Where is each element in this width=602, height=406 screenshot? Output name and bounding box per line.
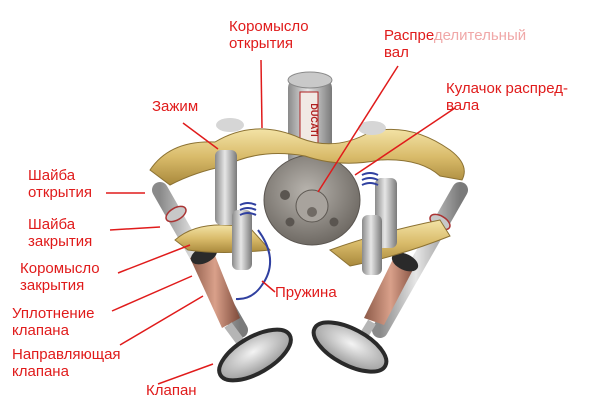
left-valve <box>152 182 293 383</box>
cam-disc <box>263 154 361 246</box>
label-opening-shim: Шайба открытия <box>28 167 92 201</box>
label-closing-rocker: Коромысло закрытия <box>20 260 100 294</box>
label-closing-shim: Шайба закрытия <box>28 216 93 250</box>
label-camshaft: Распределительный вал <box>384 27 527 61</box>
opening-rockers <box>149 118 465 186</box>
springs <box>235 172 379 301</box>
label-valve: Клапан <box>146 382 197 399</box>
rocker-pins <box>215 150 397 275</box>
label-spring: Пружина <box>275 284 337 301</box>
label-valve-seal: Уплотнение клапана <box>12 305 95 339</box>
label-valve-guide: Направляющая клапана <box>12 346 121 380</box>
label-cam-lobe: Кулачок распред- вала <box>446 80 568 114</box>
svg-text:DUCATI: DUCATI <box>309 103 319 136</box>
leader-lines <box>106 59 456 385</box>
label-opening-rocker: Коромысло открытия <box>229 18 309 52</box>
label-clamp: Зажим <box>152 98 199 115</box>
